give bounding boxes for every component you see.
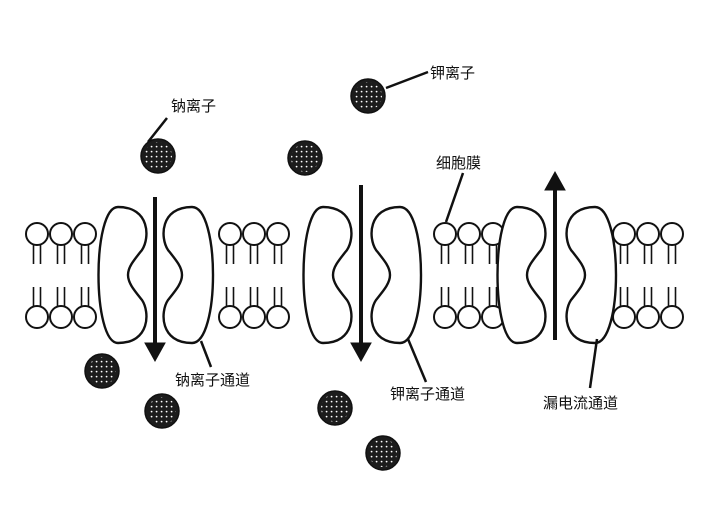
- phospholipid-head: [25, 305, 49, 329]
- potassium-channel-arrow-down: [350, 185, 372, 363]
- phospholipid-head: [457, 222, 481, 246]
- phospholipid-head: [266, 305, 290, 329]
- sodium-ion-leader: [147, 117, 168, 143]
- sodium-ion-labeled: [140, 138, 176, 174]
- phospholipid-head: [636, 222, 660, 246]
- phospholipid-head: [49, 305, 73, 329]
- sodium-channel-right-lobe: [162, 205, 215, 345]
- cell-membrane-bilayer: [25, 222, 684, 329]
- phospholipid-head: [242, 222, 266, 246]
- potassium-channel-leader: [406, 338, 428, 383]
- sodium-ion-label: 钠离子: [171, 97, 216, 115]
- phospholipid-head: [433, 305, 457, 329]
- potassium-ion-leader: [385, 70, 429, 90]
- phospholipid-head: [660, 222, 684, 246]
- phospholipid-head: [636, 305, 660, 329]
- leak-channel-right-lobe: [565, 205, 618, 345]
- cell-membrane-label: 细胞膜: [436, 154, 481, 172]
- potassium-ion-labeled: [350, 78, 386, 114]
- ion-inside: [144, 393, 180, 429]
- sodium-channel-arrow-down: [144, 197, 166, 363]
- phospholipid-head: [612, 305, 636, 329]
- leak-channel-arrow-up: [544, 170, 566, 340]
- sodium-channel-leader: [199, 340, 213, 368]
- phospholipid-head: [612, 222, 636, 246]
- potassium-channel-left-lobe: [302, 205, 353, 345]
- phospholipid-head: [49, 222, 73, 246]
- leak-channel-leader: [588, 338, 599, 389]
- potassium-channel-right-lobe: [370, 205, 423, 345]
- leak-channel-left-lobe: [496, 205, 547, 345]
- phospholipid-head: [242, 305, 266, 329]
- cell-membrane-leader: [444, 172, 465, 223]
- channel-proteins: [97, 205, 618, 345]
- phospholipid-head: [660, 305, 684, 329]
- phospholipid-head: [73, 222, 97, 246]
- ion-inside: [84, 353, 120, 389]
- phospholipid-head: [457, 305, 481, 329]
- phospholipid-head: [433, 222, 457, 246]
- potassium-channel-label: 钾离子通道: [390, 385, 465, 403]
- ion-inside: [365, 435, 401, 471]
- sodium-channel-left-lobe: [97, 205, 148, 345]
- phospholipid-head: [218, 222, 242, 246]
- phospholipid-head: [218, 305, 242, 329]
- phospholipid-head: [25, 222, 49, 246]
- phospholipid-head: [73, 305, 97, 329]
- ion-inside: [317, 390, 353, 426]
- leak-channel-label: 漏电流通道: [543, 394, 618, 412]
- phospholipid-head: [266, 222, 290, 246]
- ion-outside: [287, 140, 323, 176]
- potassium-ion-label: 钾离子: [430, 64, 475, 82]
- sodium-channel-label: 钠离子通道: [175, 371, 250, 389]
